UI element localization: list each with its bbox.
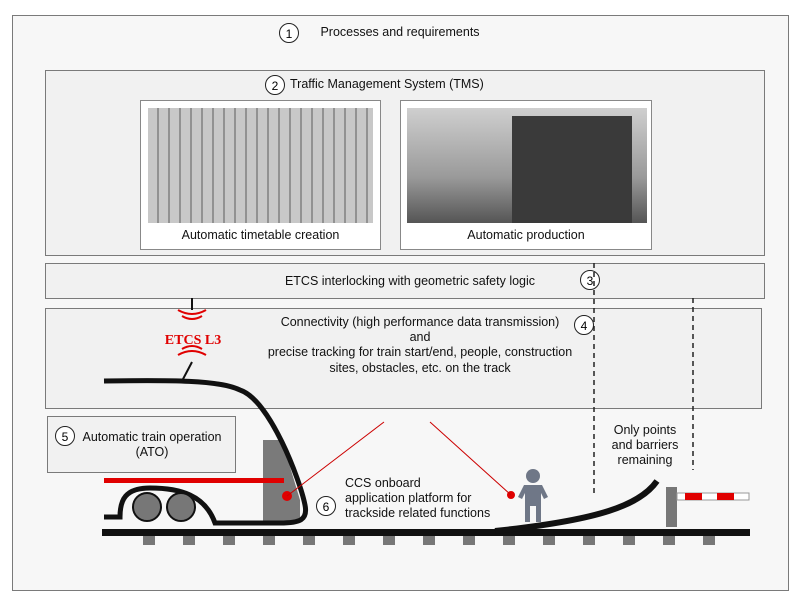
antenna-icon <box>177 298 207 382</box>
dashed-divider-lines <box>593 263 694 495</box>
step-number-6: 6 <box>316 496 336 516</box>
branch-rail <box>494 479 660 534</box>
barrier-icon <box>666 487 750 527</box>
timetable-image-panel: Automatic timetable creation <box>140 100 381 250</box>
interlocking-box <box>45 263 765 299</box>
ato-line1: Automatic train operation <box>82 430 222 444</box>
connectivity-box <box>45 308 762 409</box>
processes-title: Processes and requirements <box>320 25 480 39</box>
points-note-line2: and barriers <box>611 438 679 452</box>
step-number-1: 1 <box>279 23 299 43</box>
ato-box <box>47 416 236 473</box>
production-caption: Automatic production <box>467 228 585 242</box>
rail <box>102 529 750 536</box>
tms-title: Traffic Management System (TMS) <box>290 77 484 91</box>
points-note-line3: remaining <box>617 453 673 467</box>
person-icon <box>429 421 548 522</box>
timetable-photo <box>148 108 373 223</box>
interlocking-label: ETCS interlocking with geometric safety … <box>284 274 536 288</box>
ccs-line3: trackside related functions <box>345 506 491 520</box>
step-number-3: 3 <box>580 270 600 290</box>
step-number-4: 4 <box>574 315 594 335</box>
connectivity-line4: sites, obstacles, etc. on the track <box>329 361 511 375</box>
points-note-line1: Only points <box>613 423 677 437</box>
production-image-panel: Automatic production <box>400 100 652 250</box>
connectivity-line1: Connectivity (high performance data tran… <box>280 315 560 329</box>
ccs-line2: application platform for <box>345 491 472 505</box>
etcs-l3-label: ETCS L3 <box>164 333 222 348</box>
ato-line2: (ATO) <box>135 445 169 459</box>
timetable-caption: Automatic timetable creation <box>181 228 340 242</box>
connectivity-line3: precise tracking for train start/end, pe… <box>267 345 573 359</box>
ccs-line1: CCS onboard <box>345 476 421 490</box>
step-number-2: 2 <box>265 75 285 95</box>
production-photo <box>407 108 647 223</box>
sleepers <box>143 536 715 545</box>
connectivity-line2: and <box>409 330 431 344</box>
train-cab-icon <box>103 378 385 526</box>
step-number-5: 5 <box>55 426 75 446</box>
